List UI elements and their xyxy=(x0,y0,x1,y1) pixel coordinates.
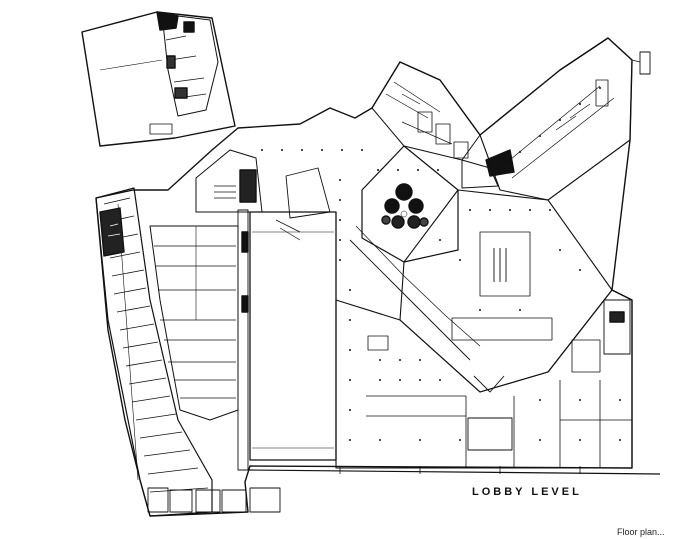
plan-caption: LOBBY LEVEL xyxy=(472,486,582,498)
diagonal-wing xyxy=(479,37,633,201)
ballroom xyxy=(249,211,337,461)
fountain-feature xyxy=(381,183,429,229)
corner-note: Floor plan... xyxy=(617,527,665,537)
column-grid xyxy=(261,87,621,441)
lobby-diamond xyxy=(399,189,613,393)
